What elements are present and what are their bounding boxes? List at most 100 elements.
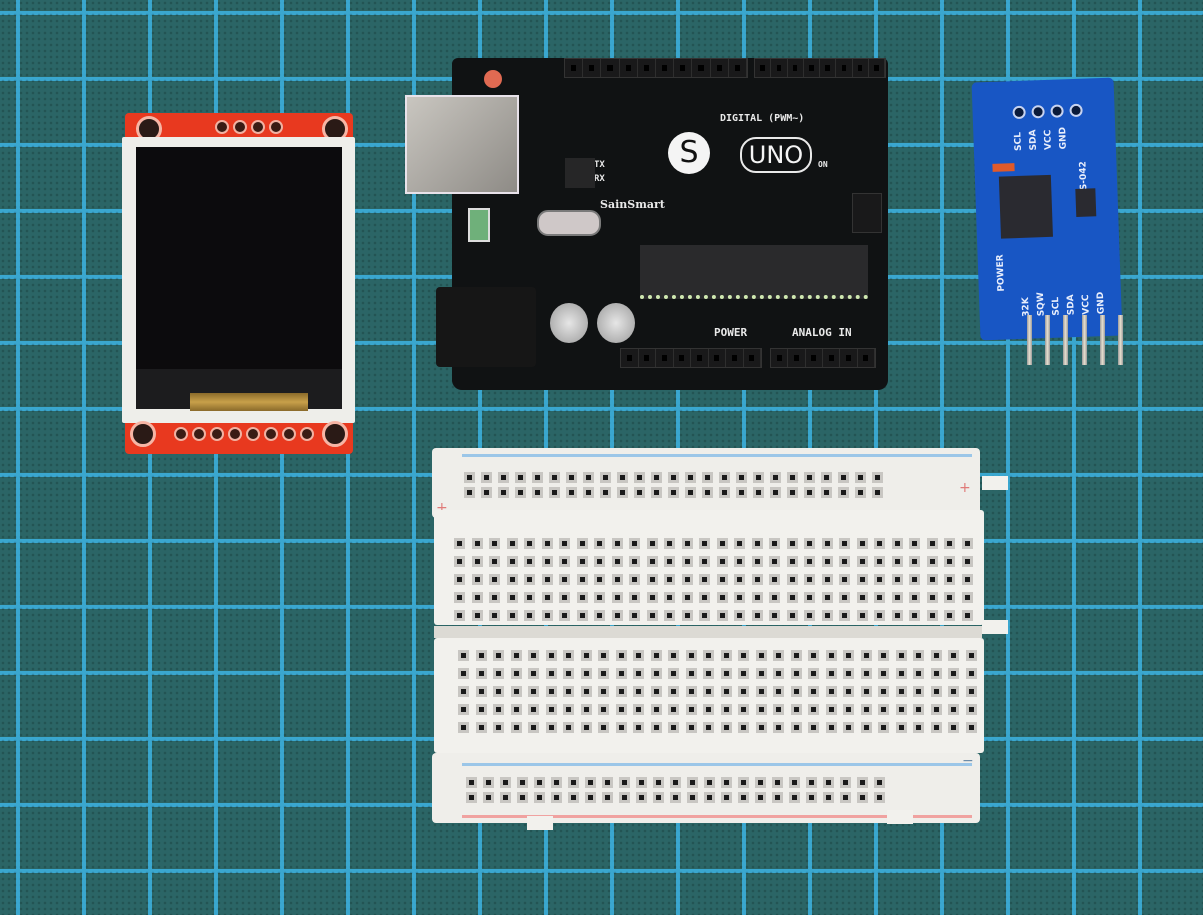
breadboard-hole — [549, 472, 560, 483]
breadboard-hole — [804, 610, 815, 621]
breadboard-hole — [685, 650, 697, 661]
breadboard-hole — [699, 574, 710, 585]
breadboard-hole — [786, 556, 798, 567]
breadboard-hole — [769, 538, 780, 549]
breadboard-hole — [787, 487, 798, 498]
breadboard-hole — [563, 686, 574, 697]
breadboard-hole — [790, 686, 802, 697]
breadboard-hole — [650, 686, 662, 697]
breadboard-hole — [506, 592, 518, 603]
rail-holes — [464, 472, 883, 498]
rtc-top-pin-label: VCC — [1043, 129, 1054, 151]
breadboard-hole — [825, 704, 837, 715]
breadboard-hole — [751, 592, 763, 603]
breadboard-hole — [961, 538, 973, 549]
breadboard-hole — [651, 472, 662, 483]
analog-in-label: ANALOG IN — [792, 326, 852, 339]
breadboard-hole — [633, 722, 644, 733]
breadboard-hole — [755, 668, 767, 679]
breadboard-hole — [839, 592, 850, 603]
electrolytic-capacitor — [550, 303, 588, 343]
breadboard-hole — [790, 704, 802, 715]
breadboard-hole — [545, 722, 557, 733]
breadboard-hole — [458, 722, 469, 733]
breadboard-hole — [594, 538, 605, 549]
breadboard-hole — [874, 592, 885, 603]
breadboard-hole — [839, 556, 850, 567]
breadboard-hole — [716, 574, 728, 585]
breadboard: + + − — [432, 448, 1008, 830]
digital-header-high — [564, 58, 748, 78]
breadboard-hole — [839, 538, 850, 549]
breadboard-hole — [563, 704, 574, 715]
breadboard-hole — [773, 686, 784, 697]
breadboard-hole — [720, 650, 732, 661]
breadboard-hole — [734, 538, 745, 549]
reset-button — [484, 70, 502, 88]
breadboard-hole — [454, 538, 465, 549]
breadboard-hole — [629, 592, 640, 603]
breadboard-hole — [874, 792, 885, 803]
rtc-bottom-pin-label: SCL — [1051, 296, 1062, 316]
breadboard-hole — [808, 704, 819, 715]
center-channel — [434, 626, 982, 638]
breadboard-hole — [493, 650, 504, 661]
tft-pin-header — [174, 427, 314, 441]
breadboard-hole — [594, 610, 605, 621]
breadboard-hole — [594, 574, 605, 585]
breadboard-hole — [874, 777, 885, 788]
digital-label: DIGITAL (PWM~) — [720, 113, 805, 124]
breadboard-hole — [895, 650, 907, 661]
breadboard-hole — [524, 556, 535, 567]
breadboard-hole — [524, 592, 535, 603]
breadboard-hole — [580, 668, 592, 679]
rail-holes — [466, 777, 885, 803]
breadboard-hole — [681, 592, 693, 603]
breadboard-hole — [789, 777, 800, 788]
breadboard-hole — [702, 487, 713, 498]
breadboard-hole — [506, 574, 518, 585]
ds3231-chip — [998, 174, 1053, 239]
breadboard-hole — [668, 650, 679, 661]
breadboard-hole — [755, 650, 767, 661]
breadboard-hole — [944, 538, 955, 549]
breadboard-hole — [944, 556, 955, 567]
breadboard-hole — [471, 538, 483, 549]
breadboard-hole — [895, 722, 907, 733]
breadboard-hole — [860, 650, 872, 661]
breadboard-hole — [668, 472, 679, 483]
tft-flex-cable — [190, 393, 308, 411]
breadboard-hole — [699, 538, 710, 549]
breadboard-hole — [860, 668, 872, 679]
breadboard-hole — [629, 556, 640, 567]
breadboard-hole — [524, 538, 535, 549]
terminal-strip-top — [434, 510, 984, 625]
breadboard-hole — [738, 777, 749, 788]
rtc-bottom-pin-label: GND — [1095, 291, 1107, 315]
breadboard-hole — [860, 686, 872, 697]
breadboard-hole — [515, 487, 526, 498]
breadboard-hole — [576, 556, 588, 567]
breadboard-hole — [580, 686, 592, 697]
breadboard-hole — [598, 668, 609, 679]
breadboard-hole — [646, 574, 658, 585]
breadboard-hole — [653, 792, 664, 803]
breadboard-hole — [576, 592, 588, 603]
breadboard-hole — [541, 574, 553, 585]
breadboard-hole — [576, 610, 588, 621]
tft-display-module — [122, 113, 355, 454]
electrolytic-capacitor — [597, 303, 635, 343]
breadboard-hole — [664, 592, 675, 603]
breadboard-hole — [821, 592, 833, 603]
rail-minus-line — [462, 454, 972, 457]
breadboard-hole — [874, 556, 885, 567]
breadboard-hole — [524, 574, 535, 585]
breadboard-hole — [874, 538, 885, 549]
breadboard-hole — [646, 592, 658, 603]
breadboard-hole — [738, 686, 749, 697]
breadboard-hole — [773, 668, 784, 679]
breadboard-hole — [528, 668, 539, 679]
breadboard-hole — [506, 556, 518, 567]
breadboard-hole — [566, 472, 577, 483]
breadboard-hole — [481, 487, 492, 498]
